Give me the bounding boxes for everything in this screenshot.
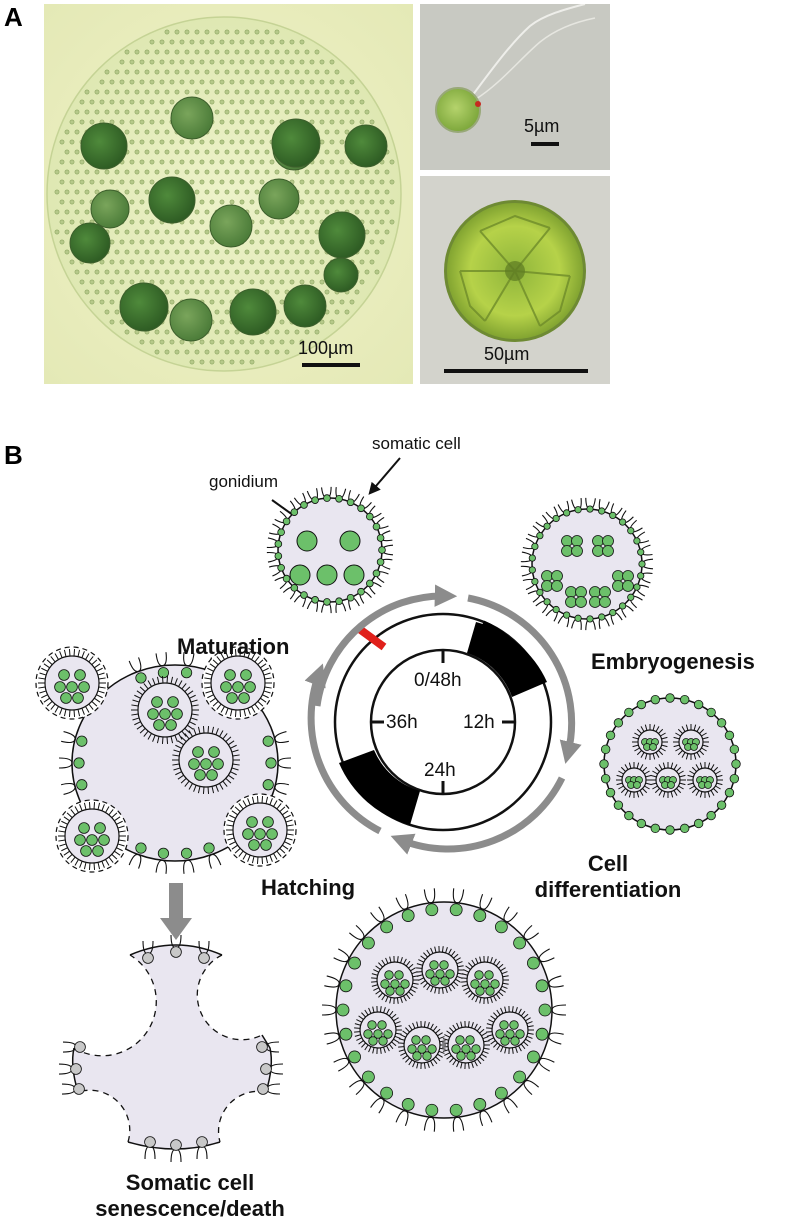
red-marker	[355, 624, 387, 651]
embryogenesis-colony	[520, 497, 654, 631]
dark-period-2	[339, 750, 420, 825]
cycle-clock: 0/48h 12h 24h 36h	[333, 612, 553, 832]
young-colony	[266, 486, 394, 614]
scale-bar-gonidium	[444, 369, 588, 373]
clock-label-0: 0/48h	[414, 670, 462, 691]
label-gonidium: gonidium	[209, 472, 278, 491]
gonidium-photo	[420, 176, 610, 384]
clock-label-24: 24h	[424, 760, 456, 781]
label-embryogenesis: Embryogenesis	[591, 649, 755, 674]
volvox-colony-photo	[44, 4, 413, 384]
cell-differentiation-colony	[599, 693, 741, 835]
scale-bar-somatic	[531, 142, 559, 146]
label-maturation: Maturation	[177, 634, 290, 659]
clock-label-12: 12h	[463, 712, 495, 733]
label-hatching: Hatching	[261, 875, 356, 900]
cycle-arrows	[304, 584, 582, 855]
scale-label-main: 100µm	[298, 338, 354, 358]
juvenile-colony	[321, 888, 567, 1132]
dark-period-1	[467, 622, 547, 697]
senescent-colony	[58, 934, 284, 1163]
somatic-cell-photo	[420, 4, 610, 170]
mature-colony	[35, 646, 297, 874]
life-cycle-diagram: 0/48h 12h 24h 36h	[35, 457, 741, 1163]
label-cell: Cell	[587, 851, 629, 876]
label-somatic-cell: somatic cell	[372, 434, 461, 453]
label-senescence-death: senescence/death	[95, 1196, 285, 1221]
label-differentiation: differentiation	[534, 877, 682, 902]
scale-label-somatic: 5µm	[524, 116, 560, 136]
senescence-arrow	[160, 883, 192, 940]
label-somatic-cell-line: Somatic cell	[125, 1170, 255, 1195]
panel-a-letter: A	[4, 2, 23, 32]
label-cell-differentiation: Cell differentiation	[522, 851, 694, 903]
scale-bar-main	[302, 363, 360, 367]
clock-label-36: 36h	[386, 712, 418, 733]
label-senescence: Somatic cell senescence/death	[80, 1170, 300, 1222]
scale-label-gonidium: 50µm	[484, 344, 530, 364]
panel-b-letter: B	[4, 440, 23, 470]
